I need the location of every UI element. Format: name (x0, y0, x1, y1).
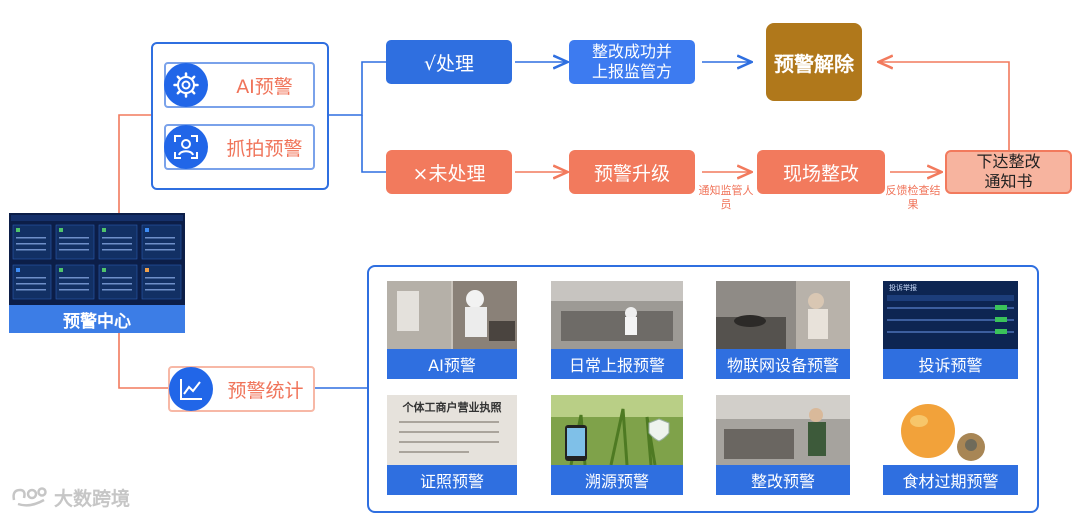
field-phone-photo (551, 395, 683, 465)
warning-cleared-node[interactable]: 预警解除 (766, 23, 862, 101)
text-line (399, 431, 499, 433)
warning-stats[interactable]: 预警统计 (168, 366, 315, 412)
feedback-note-text: 反馈检查结果 (885, 184, 941, 211)
feedback-note: 反馈检查结果 (885, 184, 941, 212)
status-dot (995, 329, 1007, 334)
inspection-photo (716, 395, 850, 465)
onsite-rectify-node[interactable]: 现场整改 (757, 150, 885, 194)
stove-photo (716, 281, 850, 349)
snapshot-warning-source[interactable]: 抓拍预警 (164, 124, 315, 170)
card-label: 溯源预警 (551, 465, 683, 495)
kitchen-photo (551, 281, 683, 349)
text-line (399, 451, 469, 453)
card-label: 物联网设备预警 (716, 349, 850, 379)
ai-warning-source[interactable]: AI预警 (164, 62, 315, 108)
gear-icon (164, 63, 208, 107)
status-dot (995, 317, 1007, 322)
screen-row (887, 331, 1014, 333)
watermark-logo-icon (12, 487, 47, 507)
notify-note-text: 通知监管人员 (698, 184, 754, 211)
text-line (399, 421, 499, 423)
complaint-screen: 投诉举报 (883, 281, 1018, 349)
line-chart-icon (169, 367, 213, 411)
card-complaint-warning[interactable]: 投诉举报 投诉预警 (883, 281, 1018, 379)
screen-row (887, 295, 1014, 301)
card-daily-report-warning[interactable]: 日常上报预警 (551, 281, 683, 379)
warning-center-label: 预警中心 (9, 305, 185, 333)
dashboard-screenshot (9, 213, 185, 305)
license-title: 个体工商户营业执照 (402, 401, 502, 414)
card-label: 证照预警 (387, 465, 517, 495)
card-iot-device-warning[interactable]: 物联网设备预警 (716, 281, 850, 379)
issue-notice-label: 下达整改通知书 (976, 152, 1041, 191)
card-label: 整改预警 (716, 465, 850, 495)
card-rectification-warning[interactable]: 整改预警 (716, 395, 850, 495)
card-label: AI预警 (387, 349, 517, 379)
handled-node[interactable]: √处理 (386, 40, 512, 84)
ai-warning-label: AI预警 (236, 75, 293, 98)
license-photo: 个体工商户营业执照 (387, 395, 517, 465)
snapshot-warning-label: 抓拍预警 (226, 137, 303, 160)
screen-row (887, 307, 1014, 309)
unhandled-node[interactable]: ×未处理 (386, 150, 512, 194)
status-dot (995, 305, 1007, 310)
notify-note: 通知监管人员 (698, 184, 754, 212)
screen-row (887, 319, 1014, 321)
issue-notice-node[interactable]: 下达整改通知书 (945, 150, 1072, 194)
watermark: 大数跨境 (10, 482, 150, 510)
complaint-screen-title: 投诉举报 (889, 284, 917, 292)
rectify-success-node[interactable]: 整改成功并上报监管方 (569, 40, 695, 84)
fruit-photo (883, 395, 1018, 465)
card-ai-warning[interactable]: AI预警 (387, 281, 517, 379)
text-line (399, 441, 499, 443)
warning-upgrade-node[interactable]: 预警升级 (569, 150, 695, 194)
card-label: 日常上报预警 (551, 349, 683, 379)
card-expired-ingredient-warning[interactable]: 食材过期预警 (883, 395, 1018, 495)
warning-center-dashboard[interactable]: 预警中心 (9, 213, 185, 333)
card-label: 食材过期预警 (883, 465, 1018, 495)
user-scan-icon (164, 125, 208, 169)
kitchen-photo (387, 281, 517, 349)
rectify-success-label: 整改成功并上报监管方 (591, 42, 672, 81)
card-traceability-warning[interactable]: 溯源预警 (551, 395, 683, 495)
warning-stats-label: 预警统计 (227, 379, 304, 402)
card-license-warning[interactable]: 个体工商户营业执照 证照预警 (387, 395, 517, 495)
card-label: 投诉预警 (883, 349, 1018, 379)
watermark-text: 大数跨境 (54, 488, 131, 510)
